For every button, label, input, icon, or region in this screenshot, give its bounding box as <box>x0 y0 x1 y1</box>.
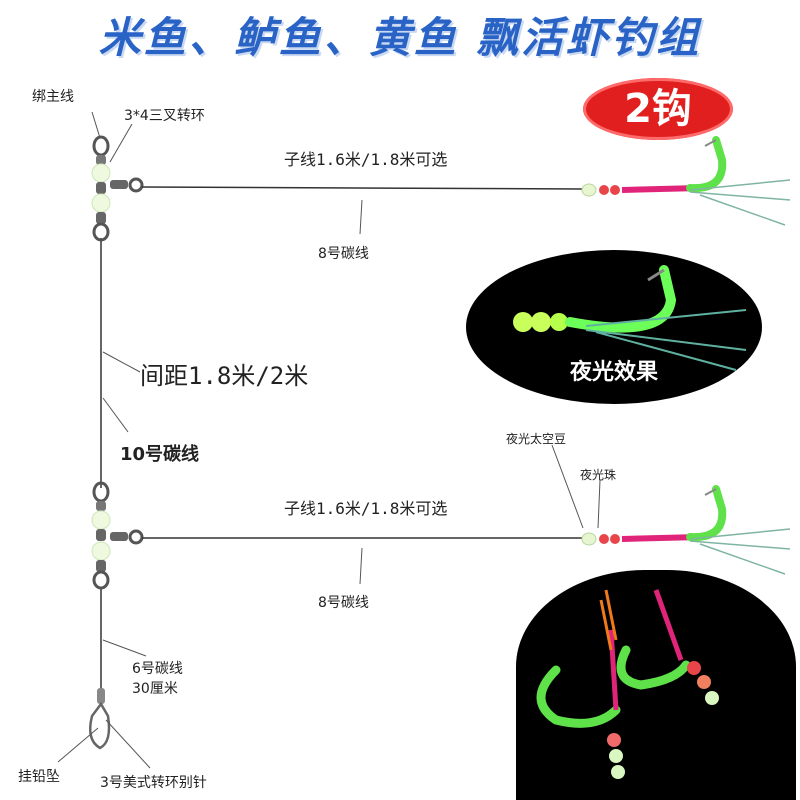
pointer-carbon-bottom <box>359 547 363 585</box>
pointer-snap <box>105 719 151 769</box>
leader-label: 6号碳线 <box>132 661 183 677</box>
pointer-swivel <box>109 123 133 163</box>
glow-bead-label: 夜光珠 <box>580 468 617 482</box>
main-carbon-label: 10号碳线 <box>120 444 200 465</box>
swivel-label: 3*4三叉转环 <box>124 108 205 124</box>
night-effect-panel: 夜光效果 <box>466 250 762 404</box>
pointer-leader <box>102 639 147 657</box>
carbon-top-label: 8号碳线 <box>318 246 369 262</box>
carbon-bottom-label: 8号碳线 <box>318 595 369 611</box>
pointer-glow-bead <box>597 479 601 529</box>
snap-swivel <box>89 688 111 750</box>
glow-hook-icon <box>513 265 747 371</box>
leader-length-label: 30厘米 <box>132 681 178 697</box>
three-way-swivel-top <box>91 135 144 242</box>
hook-assembly-bottom <box>581 485 791 575</box>
space-bean-label: 夜光太空豆 <box>506 432 567 446</box>
pointer-spacing <box>102 351 141 373</box>
pointer-main-line <box>91 111 101 139</box>
pointer-carbon-top <box>359 199 363 235</box>
branch-top-label: 子线1.6米/1.8米可选 <box>284 150 448 169</box>
branch-line-top <box>141 186 583 190</box>
page-title: 米鱼、鲈鱼、黄鱼 飘活虾钓组 <box>98 13 702 62</box>
hook-assembly-top <box>581 136 791 226</box>
three-way-swivel-bottom <box>91 481 144 590</box>
main-line-label: 绑主线 <box>32 89 74 105</box>
night-photo-panel <box>516 570 796 800</box>
pointer-space-bean <box>551 444 584 529</box>
snap-label: 3号美式转环别针 <box>100 775 207 791</box>
branch-bottom-label: 子线1.6米/1.8米可选 <box>284 499 448 518</box>
spacing-label: 间距1.8米/2米 <box>140 362 309 390</box>
glow-hooks-icon <box>536 589 719 779</box>
night-effect-label: 夜光效果 <box>569 360 658 385</box>
pointer-sinker <box>57 727 99 763</box>
hook-count-badge: 2钩 <box>583 78 733 140</box>
sinker-label: 挂铅坠 <box>18 769 60 785</box>
pointer-main-carbon <box>102 397 129 433</box>
